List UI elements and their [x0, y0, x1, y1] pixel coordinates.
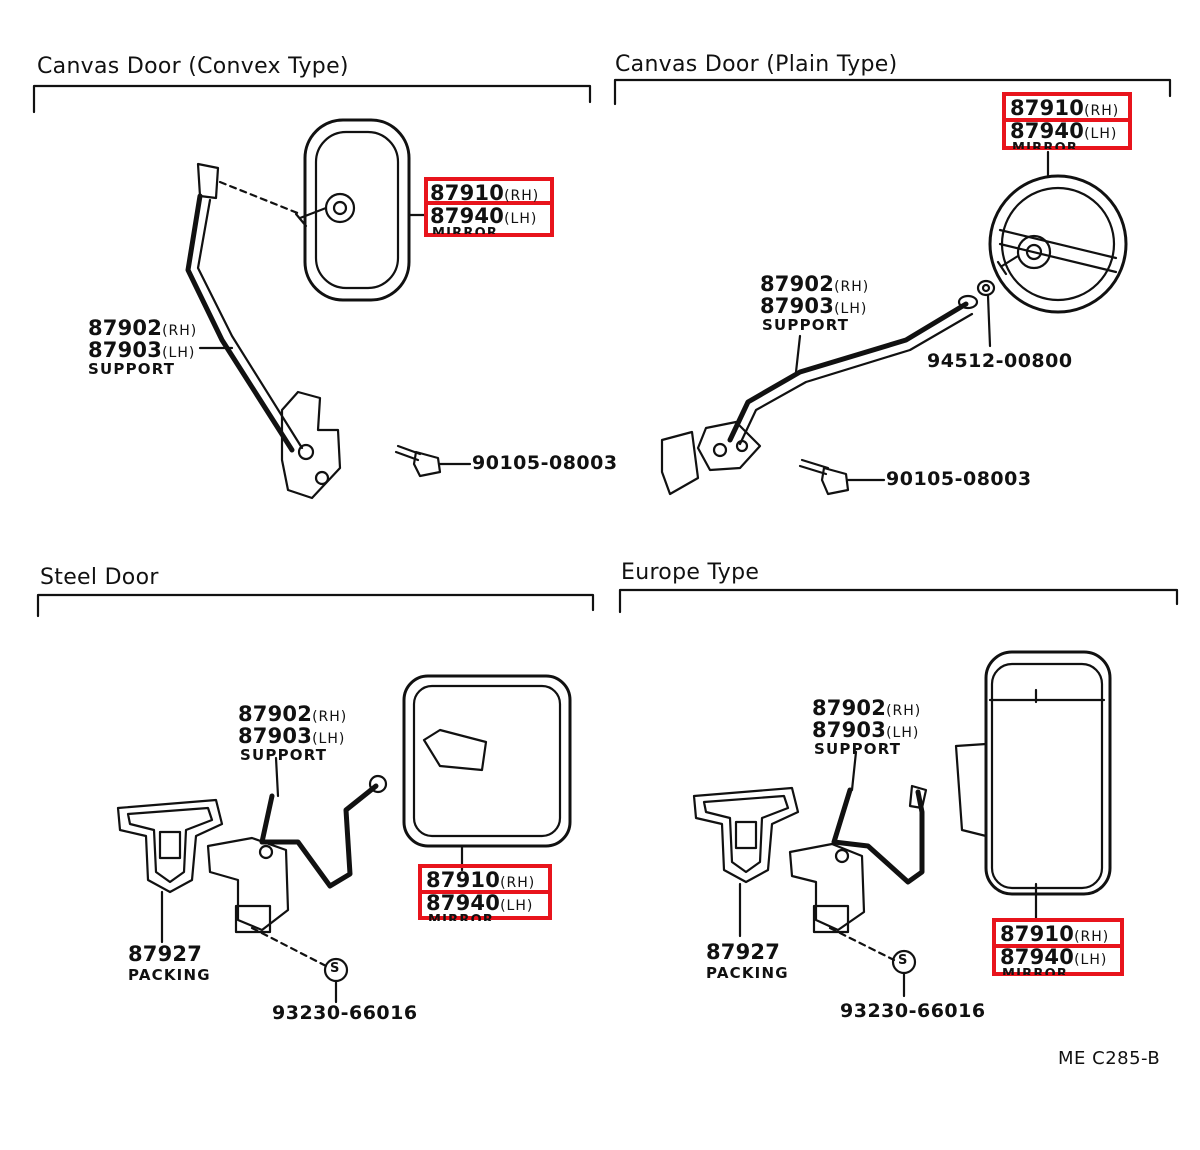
highlight-mirror-lh — [418, 890, 552, 920]
part-number-mirror-lh: 87940(LH) — [1010, 119, 1118, 143]
europe-support-drawing — [788, 750, 928, 962]
highlight-mirror-lh — [424, 201, 554, 237]
part-number-support-lh: 87903(LH) — [760, 294, 868, 318]
europe-packing-drawing — [692, 786, 800, 938]
part-number-screw: 93230-66016 — [272, 1002, 418, 1024]
bracket-europe — [618, 588, 1179, 614]
part-number-screw: 93230-66016 — [840, 1000, 986, 1022]
label-mirror: MIRROR — [432, 226, 499, 234]
label-mirror: MIRROR — [428, 913, 495, 921]
highlight-mirror-lh — [992, 944, 1124, 976]
highlight-mirror-lh — [1002, 118, 1132, 150]
part-number-mirror-rh: 87910(RH) — [430, 181, 540, 205]
steel-packing-drawing — [116, 798, 224, 944]
plain-bolt-drawing — [798, 458, 886, 496]
label-packing: PACKING — [128, 966, 211, 984]
section-title-plain: Canvas Door (Plain Type) — [615, 52, 898, 77]
convex-mirror-drawing — [294, 118, 427, 302]
screw-symbol: S — [898, 953, 909, 968]
part-number-packing: 87927 — [128, 942, 203, 966]
bracket-convex — [32, 84, 592, 114]
part-number-mirror-lh: 87940(LH) — [426, 891, 534, 915]
screw-symbol: S — [330, 961, 341, 976]
part-number-mirror-rh: 87910(RH) — [1010, 96, 1120, 120]
label-support: SUPPORT — [240, 746, 328, 764]
label-support: SUPPORT — [88, 360, 176, 378]
plain-support-drawing — [660, 294, 979, 496]
steel-screw-drawing — [323, 957, 349, 1004]
label-packing: PACKING — [706, 964, 789, 982]
convex-support-drawing — [185, 162, 342, 500]
part-number-bolt: 90105-08003 — [472, 452, 618, 474]
part-number-support-rh: 87902(RH) — [88, 316, 198, 340]
steel-mirror-drawing — [402, 674, 572, 872]
europe-screw-drawing — [891, 949, 917, 998]
label-support: SUPPORT — [762, 316, 850, 334]
bracket-plain — [613, 78, 1172, 106]
part-number-washer: 94512-00800 — [927, 350, 1073, 372]
convex-bolt-drawing — [394, 444, 472, 478]
europe-mirror-drawing — [954, 650, 1112, 920]
part-number-mirror-rh: 87910(RH) — [426, 868, 536, 892]
part-number-support-lh: 87903(LH) — [88, 338, 196, 362]
part-number-support-rh: 87902(RH) — [812, 696, 922, 720]
label-mirror: MIRROR — [1012, 141, 1079, 149]
steel-support-drawing — [206, 756, 388, 970]
part-number-support-lh: 87903(LH) — [238, 724, 346, 748]
part-number-mirror-rh: 87910(RH) — [1000, 922, 1110, 946]
section-title-steel: Steel Door — [40, 565, 159, 590]
plain-mirror-drawing — [988, 150, 1128, 314]
label-support: SUPPORT — [814, 740, 902, 758]
section-title-convex: Canvas Door (Convex Type) — [37, 54, 349, 79]
part-number-support-rh: 87902(RH) — [238, 702, 348, 726]
part-number-bolt: 90105-08003 — [886, 468, 1032, 490]
bracket-steel — [36, 593, 595, 618]
part-number-support-rh: 87902(RH) — [760, 272, 870, 296]
label-mirror: MIRROR — [1002, 967, 1069, 975]
part-number-support-lh: 87903(LH) — [812, 718, 920, 742]
part-number-packing: 87927 — [706, 940, 781, 964]
diagram-code: ME C285-B — [1058, 1048, 1161, 1069]
section-title-europe: Europe Type — [621, 560, 760, 585]
plain-washer-drawing — [976, 279, 996, 348]
part-number-mirror-lh: 87940(LH) — [1000, 945, 1108, 969]
part-number-mirror-lh: 87940(LH) — [430, 204, 538, 228]
